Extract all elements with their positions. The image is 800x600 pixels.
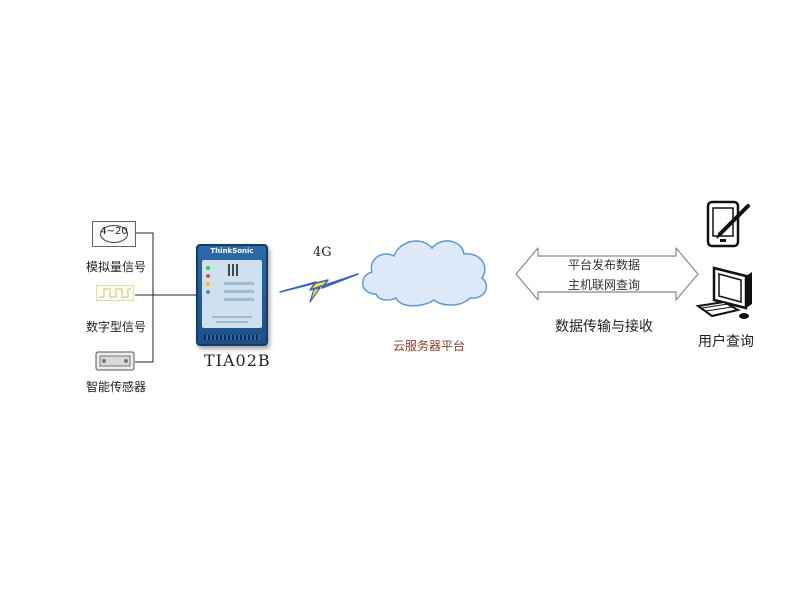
led-icon xyxy=(206,282,210,286)
data-transfer-label: 数据传输与接收 xyxy=(555,319,653,335)
double-arrow-icon xyxy=(515,247,699,301)
computer-icon xyxy=(695,266,752,319)
bus-line xyxy=(135,232,154,363)
led-icon xyxy=(206,274,210,278)
led-icon xyxy=(206,290,210,294)
device-brand: ThinkSonic xyxy=(210,247,254,255)
smart-sensor-icon xyxy=(95,351,135,371)
arrow-text-line2: 主机联网查询 xyxy=(568,278,641,292)
analog-sensor-text: 4~20 xyxy=(100,226,128,237)
digital-signal-label: 数字型信号 xyxy=(86,320,147,334)
led-icon xyxy=(206,266,210,270)
cloud-platform-label: 云服务器平台 xyxy=(393,339,466,353)
qr-code-icon xyxy=(228,264,240,276)
lightning-bolt-icon xyxy=(279,273,359,303)
user-query-label: 用户查询 xyxy=(698,334,754,350)
network-label: 4G xyxy=(313,245,332,260)
dtu-device: ThinkSonic xyxy=(196,244,268,346)
device-faceplate xyxy=(202,260,262,328)
device-name: TIA02B xyxy=(204,351,271,370)
analog-signal-label: 模拟量信号 xyxy=(86,260,147,274)
smart-sensor-label: 智能传感器 xyxy=(86,380,147,394)
terminal-strip xyxy=(204,335,260,340)
arrow-text-line1: 平台发布数据 xyxy=(568,258,641,272)
tablet-icon xyxy=(706,200,750,248)
analog-sensor-box: 4~20 xyxy=(92,221,136,247)
cloud-icon xyxy=(362,240,488,307)
digital-signal-icon xyxy=(96,285,134,301)
